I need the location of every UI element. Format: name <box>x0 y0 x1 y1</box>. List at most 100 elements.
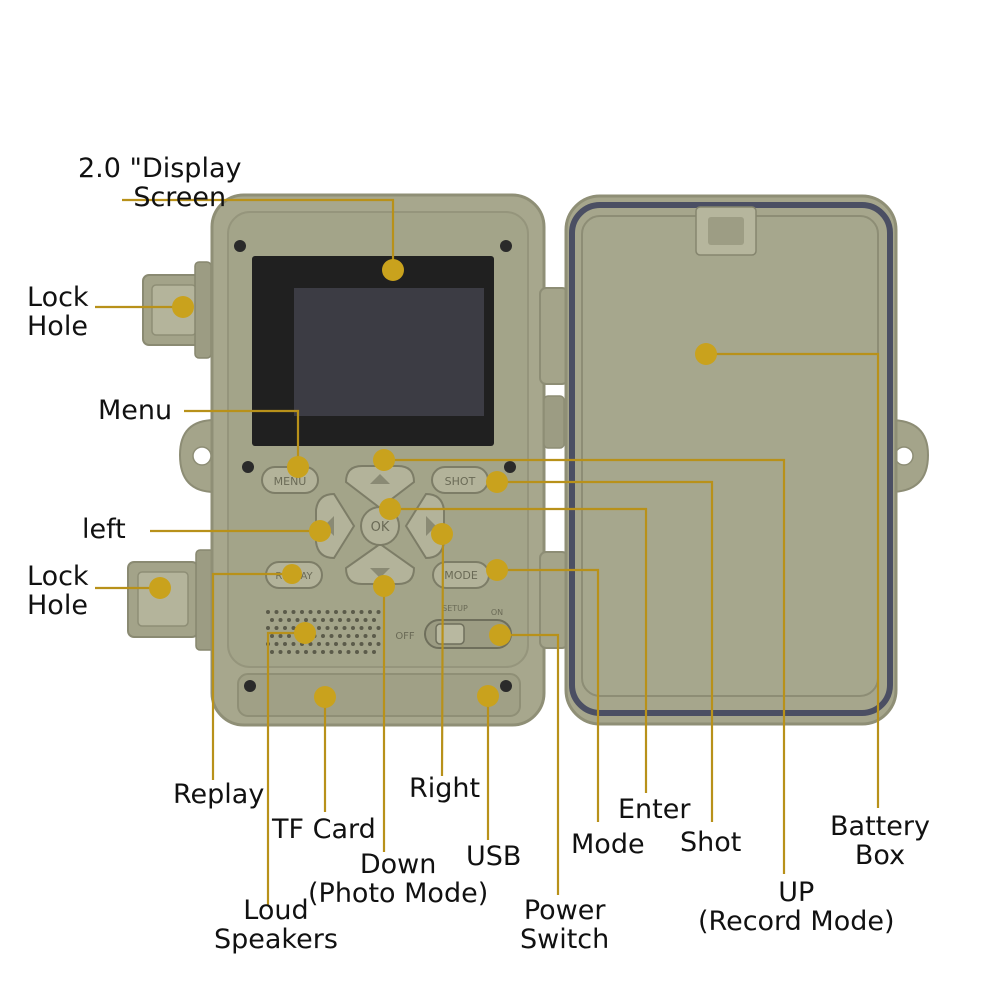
speaker-hole <box>283 610 287 614</box>
label-mode: Mode <box>571 829 645 860</box>
label-battery-box: Battery Box <box>830 811 930 871</box>
right-arrow-icon <box>426 516 436 536</box>
speaker-hole <box>274 610 279 614</box>
speaker-hole <box>355 618 359 622</box>
switch-setup-label: SETUP <box>442 604 468 613</box>
speaker-hole <box>321 650 325 654</box>
label-right: Right <box>409 773 481 804</box>
speaker-hole <box>359 610 364 614</box>
speaker-hole <box>351 610 355 614</box>
speaker-hole <box>359 626 364 630</box>
screw-icon <box>504 461 516 473</box>
speaker-hole <box>334 642 338 646</box>
speaker-hole <box>329 618 334 622</box>
left-button[interactable] <box>315 492 356 560</box>
down-arrow-icon <box>370 568 390 578</box>
speaker-hole <box>317 642 321 646</box>
speaker-hole <box>300 610 304 614</box>
speaker-hole <box>283 626 287 630</box>
shot-button[interactable]: SHOT <box>431 466 489 494</box>
speaker-hole <box>266 626 270 630</box>
speaker-hole <box>376 642 381 646</box>
label-shot: Shot <box>680 827 742 858</box>
label-power-switch: Power Switch <box>520 895 610 955</box>
speaker-hole <box>317 626 321 630</box>
screw-icon <box>500 240 512 252</box>
speaker-hole <box>278 650 283 654</box>
label-up: UP (Record Mode) <box>698 877 895 937</box>
menu-button-label: MENU <box>274 475 307 488</box>
speaker-hole <box>321 618 325 622</box>
speaker-hole <box>321 634 325 638</box>
shot-button-label: SHOT <box>445 475 476 488</box>
label-lock-hole-top: Lock Hole <box>27 282 89 342</box>
speaker-hole <box>346 650 351 654</box>
label-down: Down (Photo Mode) <box>308 849 489 909</box>
speaker-hole <box>295 650 300 654</box>
mode-button[interactable]: MODE <box>432 561 490 589</box>
speaker-hole <box>287 618 291 622</box>
speaker-hole <box>351 642 355 646</box>
speaker-hole <box>329 650 334 654</box>
speaker-hole <box>291 610 296 614</box>
display-screen <box>294 288 484 416</box>
screw-icon <box>244 680 256 692</box>
speaker-hole <box>291 642 296 646</box>
speaker-hole <box>368 626 372 630</box>
speaker-hole <box>346 618 351 622</box>
speaker-hole <box>334 610 338 614</box>
speaker-hole <box>325 610 330 614</box>
speaker-hole <box>346 634 351 638</box>
speaker-hole <box>308 610 313 614</box>
label-left: left <box>82 514 126 545</box>
speaker-hole <box>287 634 291 638</box>
speaker-hole <box>363 650 368 654</box>
down-button[interactable] <box>344 542 416 585</box>
label-enter: Enter <box>618 794 691 825</box>
speaker-hole <box>312 650 317 654</box>
speaker-hole <box>278 618 283 622</box>
speaker-hole <box>359 642 364 646</box>
lock-tab-bottom <box>127 549 215 651</box>
speaker-hole <box>363 618 368 622</box>
speaker-hole <box>338 618 342 622</box>
ok-button-label: OK <box>371 520 390 535</box>
speaker-hole <box>317 610 321 614</box>
speaker-hole <box>342 626 347 630</box>
speaker-hole <box>325 626 330 630</box>
speaker-hole <box>376 626 381 630</box>
speaker-hole <box>372 618 376 622</box>
speaker-hole <box>338 634 342 638</box>
speaker-hole <box>368 642 372 646</box>
label-loud-speakers: Loud Speakers <box>214 895 338 955</box>
speaker-hole <box>342 610 347 614</box>
speaker-hole <box>270 650 274 654</box>
speaker-hole <box>355 650 359 654</box>
speaker-hole <box>304 618 308 622</box>
label-usb: USB <box>466 841 522 872</box>
speaker-hole <box>274 642 279 646</box>
battery-box <box>581 215 879 697</box>
speaker-hole <box>312 618 317 622</box>
up-button[interactable] <box>344 465 416 510</box>
mode-button-label: MODE <box>444 569 478 582</box>
speaker-hole <box>355 634 359 638</box>
speaker-hole <box>283 642 287 646</box>
speaker-hole <box>274 626 279 630</box>
bottom-strip <box>237 673 521 717</box>
speaker-hole <box>363 634 368 638</box>
speaker-hole <box>334 626 338 630</box>
label-tf-card: TF Card <box>272 814 376 845</box>
label-display-screen: 2.0 "Display Screen <box>78 153 242 213</box>
label-replay: Replay <box>173 779 265 810</box>
speaker-hole <box>266 610 270 614</box>
screw-icon <box>234 240 246 252</box>
pointer-dots <box>149 259 717 708</box>
label-menu: Menu <box>98 395 173 426</box>
switch-off-label: OFF <box>395 631 415 642</box>
speaker-hole <box>278 634 283 638</box>
speaker-hole <box>372 634 376 638</box>
speaker-hole <box>342 642 347 646</box>
speaker-hole <box>329 634 334 638</box>
